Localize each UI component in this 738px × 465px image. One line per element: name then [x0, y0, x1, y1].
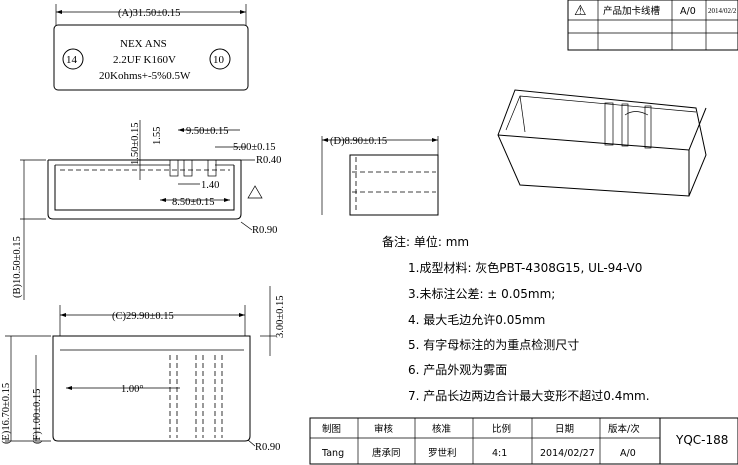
tb-header: 日期 — [555, 424, 574, 435]
note-item: 6. 产品外观为雾面 — [408, 363, 507, 377]
title-block: 制图 审核 核准 比例 日期 版本/次 Tang 唐承同 罗世利 4:1 201… — [309, 417, 738, 465]
note-item: 7. 产品长边两边合计最大变形不超过0.4mm. — [408, 388, 650, 403]
note-item: 3.未标注公差: ± 0.05mm; — [408, 286, 555, 301]
tb-header: 版本/次 — [608, 423, 640, 435]
dim-a: (A)31.50±0.15 — [118, 8, 180, 19]
tb-header: 核准 — [432, 423, 452, 435]
dim-c: (C)29.90±0.15 — [112, 311, 174, 322]
dim-8-50: 8.50±0.15 — [172, 197, 215, 208]
dim-b: (B)10.50±0.15 — [12, 236, 23, 298]
r-0-90-bottom: R0.90 — [255, 442, 280, 453]
r-0-40: R0.40 — [256, 155, 281, 166]
tb-value-version: A/0 — [620, 448, 636, 459]
notes: 备注: 单位: mm 1.成型材料: 灰色PBT-4308G15, UL-94-… — [382, 234, 650, 403]
side-view: (D)8.90±0.15 — [321, 136, 439, 216]
front-view: 1.50±0.15 1.55 9.50±0.15 5.00±0.15 R0.40… — [12, 120, 281, 300]
pin-right-number: 10 — [213, 54, 225, 66]
dim-1-55: 1.55 — [152, 127, 163, 145]
dim-slot-depth: 1.50±0.15 — [130, 122, 141, 165]
dim-d: (D)8.90±0.15 — [330, 136, 387, 147]
bottom-view: (C)29.90±0.15 3.00±0.15 1.00° (E)16.70±0… — [1, 286, 286, 453]
dim-1-00: 1.00° — [121, 384, 144, 395]
part-number: YQC-188 — [675, 433, 728, 447]
tb-value-approver: 罗世利 — [428, 447, 457, 459]
note-item: 1.成型材料: 灰色PBT-4308G15, UL-94-V0 — [408, 261, 642, 275]
revision-rev: A/0 — [680, 6, 696, 17]
tb-header: 比例 — [492, 423, 511, 435]
label-plate-view: (A)31.50±0.15 14 10 NEX ANS 2.2UF K160V … — [53, 4, 249, 91]
tb-value-reviewer: 唐承同 — [372, 447, 401, 459]
dim-1-40: 1.40 — [201, 180, 219, 191]
tb-header: 审核 — [374, 423, 394, 435]
r-0-90-front: R0.90 — [252, 225, 277, 236]
tb-header: 制图 — [322, 423, 341, 435]
tb-value-date: 2014/02/27 — [540, 448, 595, 459]
warning-icon: ⚠ — [574, 4, 587, 19]
pin-left-number: 14 — [66, 54, 78, 66]
tb-value-scale: 4:1 — [492, 448, 507, 459]
revision-description: 产品加卡线槽 — [603, 5, 661, 17]
note-item: 4. 最大毛边允许0.05mm — [408, 312, 545, 327]
dim-3-00: 3.00±0.15 — [275, 295, 286, 338]
tb-value-drafter: Tang — [321, 448, 344, 459]
revision-date: 2014/02/2 — [708, 7, 737, 15]
dim-e: (E)16.70±0.15 — [1, 383, 12, 444]
label-line-1: NEX ANS — [120, 38, 167, 50]
warning-icon — [247, 185, 263, 199]
notes-title: 备注: 单位: mm — [382, 234, 469, 249]
note-item: 5. 有字母标注的为重点检测尺寸 — [408, 337, 579, 352]
revision-table: ⚠ 产品加卡线槽 A/0 2014/02/2 — [567, 0, 738, 51]
dim-5-00: 5.00±0.15 — [233, 142, 276, 153]
label-line-2: 2.2UF K160V — [113, 54, 176, 66]
dim-9-50: 9.50±0.15 — [186, 126, 229, 137]
label-line-3: 20Kohms+-5%0.5W — [99, 70, 191, 82]
isometric-view — [497, 89, 707, 197]
dim-f: (F)1.00±0.15 — [32, 389, 43, 444]
